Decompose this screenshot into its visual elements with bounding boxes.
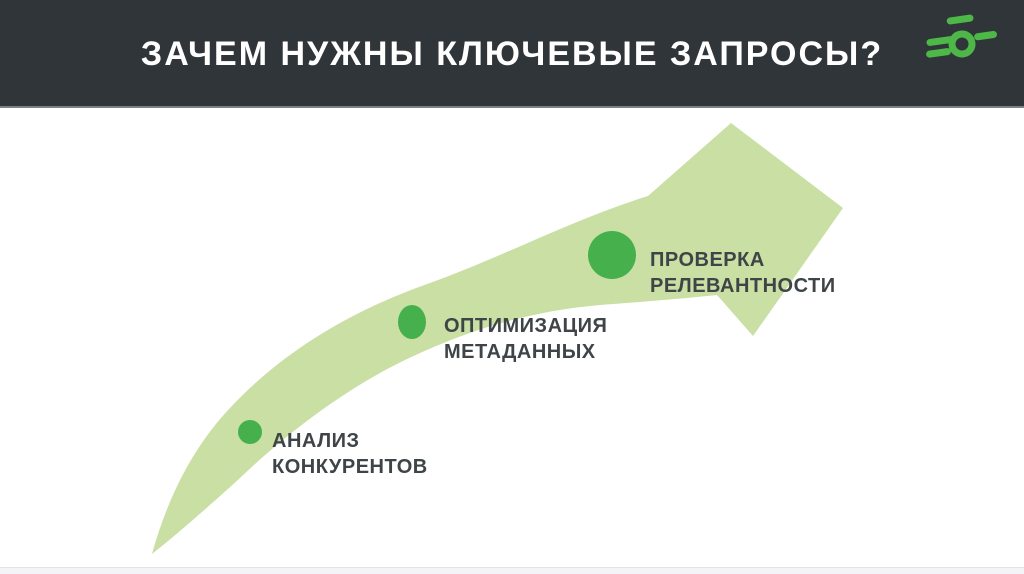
step-label-2-line-1: ОПТИМИЗАЦИЯ [444, 315, 608, 337]
logo-bar-left-lower [926, 48, 951, 58]
step-label-1-line-1: АНАЛИЗ [272, 430, 360, 452]
step-label-1-line-2: КОНКУРЕНТОВ [272, 456, 428, 478]
step-label-2: ОПТИМИЗАЦИЯ МЕТАДАННЫХ [444, 313, 607, 365]
logo-bar-top [946, 14, 974, 25]
step-label-2-line-2: МЕТАДАННЫХ [444, 341, 596, 363]
footer-strip [0, 567, 1024, 574]
slide-title: ЗАЧЕМ НУЖНЫ КЛЮЧЕВЫЕ ЗАПРОСЫ? [140, 34, 884, 73]
logo-bar-right [974, 31, 997, 41]
slide-header: ЗАЧЕМ НУЖНЫ КЛЮЧЕВЫЕ ЗАПРОСЫ? [0, 0, 1024, 108]
step-label-3: ПРОВЕРКА РЕЛЕВАНТНОСТИ [650, 247, 836, 299]
step-marker-2 [398, 305, 426, 339]
step-marker-3 [588, 231, 636, 279]
arrow-band [152, 123, 843, 554]
step-label-3-line-2: РЕЛЕВАНТНОСТИ [650, 275, 836, 297]
logo-icon [926, 14, 997, 58]
step-label-1: АНАЛИЗ КОНКУРЕНТОВ [272, 428, 428, 480]
logo-bar-left-upper [926, 36, 954, 46]
step-marker-1 [238, 420, 262, 444]
logo-ring [948, 30, 976, 58]
step-label-3-line-1: ПРОВЕРКА [650, 249, 765, 271]
